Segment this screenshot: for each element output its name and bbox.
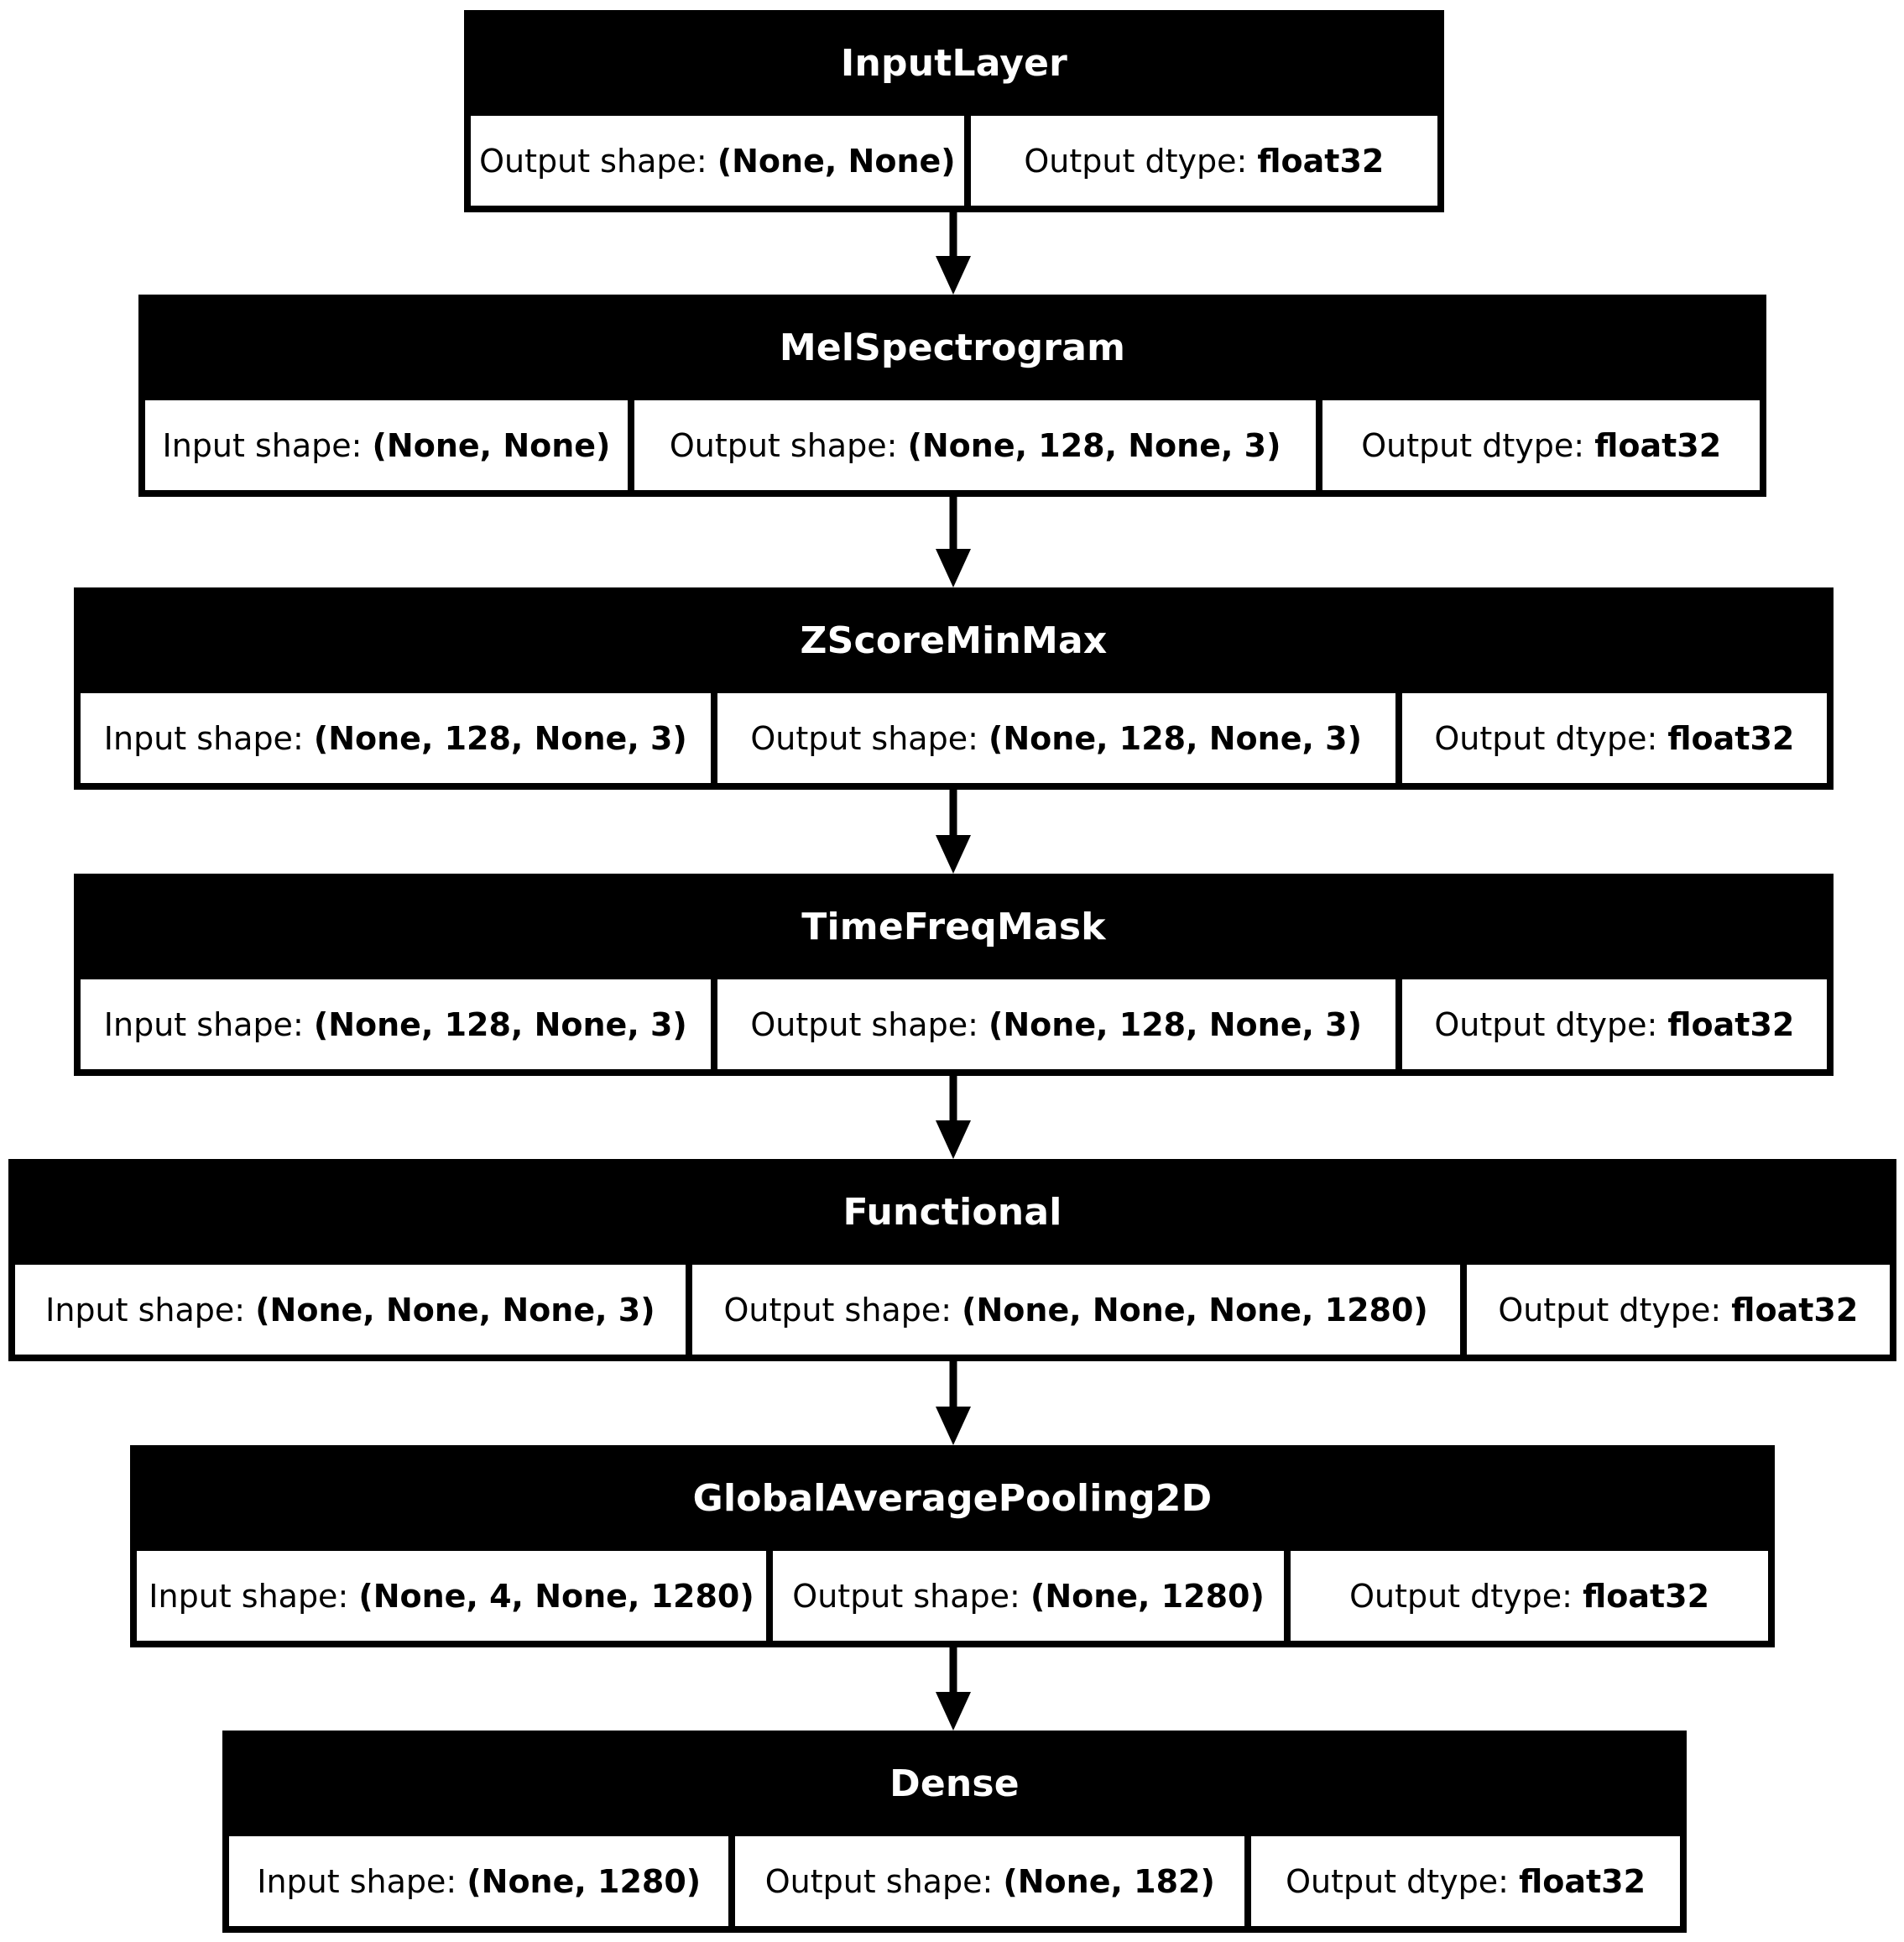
cell-value-output-shape: (None, 182) (1003, 1862, 1215, 1900)
cell-output-dtype-functional: Output dtype: float32 (1466, 1265, 1890, 1355)
cell-output-dtype-timefreq-mask: Output dtype: float32 (1401, 979, 1827, 1069)
cell-label-input-shape: Input shape: (103, 719, 304, 757)
cell-output-shape-mel-spectrogram: Output shape: (None, 128, None, 3) (634, 400, 1317, 490)
cell-label-input-shape: Input shape: (257, 1862, 457, 1900)
arrow-mel-to-zscore (936, 497, 971, 587)
cell-label-output-shape: Output shape: (723, 1291, 952, 1329)
layer-title-mel-spectrogram: MelSpectrogram (779, 326, 1126, 369)
cell-label-input-shape: Input shape: (149, 1577, 349, 1615)
cell-value-output-shape: (None, None, None, 1280) (962, 1291, 1428, 1329)
cell-value-output-dtype: float32 (1731, 1291, 1859, 1329)
cell-output-dtype-global-average-pooling-2d: Output dtype: float32 (1291, 1551, 1768, 1641)
arrow-zscore-to-mask (936, 790, 971, 874)
cell-label-output-dtype: Output dtype: (1498, 1291, 1722, 1329)
layer-cell-row-dense: Input shape: (None, 1280)Output shape: (… (222, 1836, 1687, 1933)
layer-cell-row-zscore-minmax: Input shape: (None, 128, None, 3)Output … (74, 693, 1834, 790)
layer-cell-row-functional: Input shape: (None, None, None, 3)Output… (8, 1265, 1896, 1361)
cell-output-dtype-mel-spectrogram: Output dtype: float32 (1322, 400, 1760, 490)
cell-label-output-shape: Output shape: (669, 426, 898, 464)
cell-label-output-shape: Output shape: (792, 1577, 1020, 1615)
cell-label-input-shape: Input shape: (162, 426, 363, 464)
layer-cell-row-global-average-pooling-2d: Input shape: (None, 4, None, 1280)Output… (130, 1551, 1775, 1647)
arrow-glyph-icon (936, 790, 971, 874)
arrow-mask-to-functional (936, 1076, 971, 1159)
cell-value-output-dtype: float32 (1519, 1862, 1646, 1900)
layer-title-dense: Dense (889, 1762, 1020, 1805)
cell-input-shape-timefreq-mask: Input shape: (None, 128, None, 3) (81, 979, 711, 1069)
layer-title-functional: Functional (842, 1190, 1062, 1234)
cell-value-input-shape: (None, 4, None, 1280) (358, 1577, 754, 1615)
arrow-glyph-icon (936, 1647, 971, 1731)
cell-label-output-shape: Output shape: (764, 1862, 994, 1900)
cell-value-input-shape: (None, None, None, 3) (255, 1291, 655, 1329)
cell-input-shape-global-average-pooling-2d: Input shape: (None, 4, None, 1280) (137, 1551, 767, 1641)
cell-value-input-shape: (None, 128, None, 3) (313, 719, 687, 757)
cell-output-shape-dense: Output shape: (None, 182) (735, 1836, 1245, 1926)
cell-output-shape-global-average-pooling-2d: Output shape: (None, 1280) (773, 1551, 1285, 1641)
cell-label-output-dtype: Output dtype: (1434, 1005, 1658, 1043)
cell-label-output-shape: Output shape: (750, 719, 978, 757)
layer-cell-row-timefreq-mask: Input shape: (None, 128, None, 3)Output … (74, 979, 1834, 1076)
cell-label-output-dtype: Output dtype: (1349, 1577, 1573, 1615)
cell-input-shape-dense: Input shape: (None, 1280) (229, 1836, 729, 1926)
cell-output-dtype-input-layer: Output dtype: float32 (970, 116, 1437, 206)
arrow-glyph-icon (936, 1361, 971, 1445)
arrow-glyph-icon (936, 1076, 971, 1159)
layer-title-input-layer: InputLayer (840, 41, 1068, 85)
cell-output-dtype-zscore-minmax: Output dtype: float32 (1401, 693, 1827, 783)
layer-title-global-average-pooling-2d: GlobalAveragePooling2D (692, 1476, 1213, 1520)
cell-value-output-shape: (None, 128, None, 3) (989, 1005, 1362, 1043)
layer-block-global-average-pooling-2d: GlobalAveragePooling2D Input shape: (None… (130, 1445, 1775, 1647)
cell-value-output-dtype: float32 (1667, 719, 1795, 757)
cell-value-output-dtype: float32 (1667, 1005, 1795, 1043)
cell-label-output-dtype: Output dtype: (1286, 1862, 1509, 1900)
arrow-glyph-icon (936, 212, 971, 295)
arrow-functional-to-gap (936, 1361, 971, 1445)
cell-label-output-dtype: Output dtype: (1024, 142, 1248, 180)
cell-value-output-shape: (None, 128, None, 3) (989, 719, 1362, 757)
cell-label-output-dtype: Output dtype: (1434, 719, 1658, 757)
cell-value-output-shape: (None, 128, None, 3) (907, 426, 1281, 464)
cell-input-shape-functional: Input shape: (None, None, None, 3) (15, 1265, 686, 1355)
cell-output-shape-timefreq-mask: Output shape: (None, 128, None, 3) (717, 979, 1395, 1069)
layer-cell-row-mel-spectrogram: Input shape: (None, None)Output shape: (… (138, 400, 1766, 497)
cell-label-input-shape: Input shape: (45, 1291, 246, 1329)
cell-value-input-shape: (None, 128, None, 3) (313, 1005, 687, 1043)
arrow-gap-to-dense (936, 1647, 971, 1731)
cell-output-dtype-dense: Output dtype: float32 (1251, 1836, 1681, 1926)
arrow-glyph-icon (936, 497, 971, 587)
cell-value-input-shape: (None, 1280) (467, 1862, 702, 1900)
cell-output-shape-input-layer: Output shape: (None, None) (471, 116, 964, 206)
cell-value-output-shape: (None, None) (717, 142, 956, 180)
cell-value-output-dtype: float32 (1257, 142, 1385, 180)
layer-title-zscore-minmax: ZScoreMinMax (800, 619, 1108, 662)
layer-title-timefreq-mask: TimeFreqMask (801, 905, 1106, 948)
cell-label-output-shape: Output shape: (750, 1005, 978, 1043)
cell-output-shape-zscore-minmax: Output shape: (None, 128, None, 3) (717, 693, 1395, 783)
cell-label-input-shape: Input shape: (103, 1005, 304, 1043)
cell-value-output-dtype: float32 (1583, 1577, 1710, 1615)
cell-output-shape-functional: Output shape: (None, None, None, 1280) (691, 1265, 1460, 1355)
layer-cell-row-input-layer: Output shape: (None, None)Output dtype: … (464, 116, 1444, 212)
cell-label-output-dtype: Output dtype: (1361, 426, 1585, 464)
cell-input-shape-zscore-minmax: Input shape: (None, 128, None, 3) (81, 693, 711, 783)
cell-value-output-shape: (None, 1280) (1030, 1577, 1265, 1615)
cell-input-shape-mel-spectrogram: Input shape: (None, None) (145, 400, 628, 490)
arrow-input-to-mel (936, 212, 971, 295)
cell-value-output-dtype: float32 (1594, 426, 1722, 464)
cell-label-output-shape: Output shape: (479, 142, 707, 180)
cell-value-input-shape: (None, None) (372, 426, 611, 464)
